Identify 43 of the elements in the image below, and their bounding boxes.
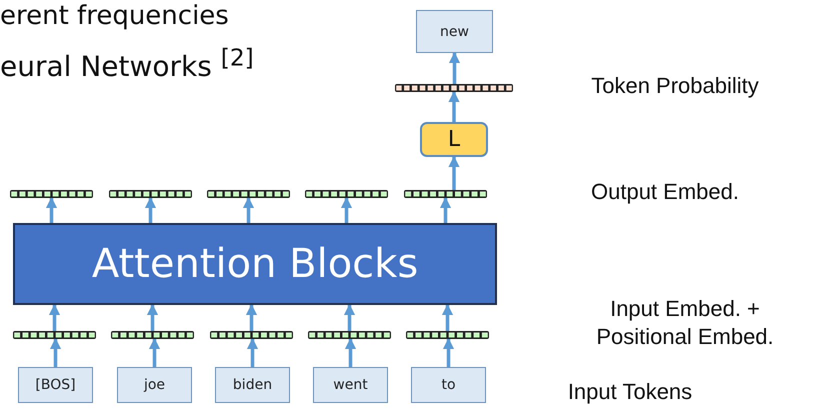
token-box: went [313, 367, 388, 403]
arrow [144, 196, 156, 223]
embedding-vector [406, 331, 489, 339]
arrow [344, 304, 356, 331]
token-box: joe [117, 367, 192, 403]
arrow [50, 338, 62, 367]
loss-box: L [420, 122, 488, 157]
arrow [246, 304, 258, 331]
arrow [242, 196, 254, 223]
embedding-vector [305, 190, 388, 198]
layer-label: Input Tokens [566, 378, 694, 406]
embedding-vector [395, 84, 513, 92]
attention-block: Attention Blocks [13, 223, 497, 305]
arrow [148, 338, 160, 367]
arrow [448, 52, 460, 84]
slide-text: erent frequencies [0, 0, 230, 32]
token-box: biden [215, 367, 290, 403]
arrow [48, 304, 60, 331]
layer-label: Token Probability [590, 72, 760, 100]
arrow [246, 338, 258, 367]
arrow [440, 196, 452, 223]
embedding-vector [13, 331, 96, 339]
arrow [442, 304, 454, 331]
arrow [344, 338, 356, 367]
arrow [448, 90, 460, 122]
embedding-vector [10, 190, 93, 198]
layer-label: Output Embed. [590, 178, 740, 206]
slide-text: eural Networks $^{[2]}$ [0, 44, 255, 84]
embedding-vector [207, 190, 290, 198]
token-box: to [411, 367, 486, 403]
arrow [448, 156, 460, 190]
embedding-vector [404, 190, 487, 198]
embedding-vector [109, 190, 192, 198]
token-box: new [416, 10, 493, 53]
arrow [146, 304, 158, 331]
arrow [340, 196, 352, 223]
token-box: [BOS] [18, 367, 93, 403]
arrow [46, 196, 58, 223]
layer-label: Input Embed. + Positional Embed. [595, 295, 775, 350]
embedding-vector [210, 331, 293, 339]
arrow [442, 338, 454, 367]
embedding-vector [111, 331, 194, 339]
embedding-vector [308, 331, 391, 339]
